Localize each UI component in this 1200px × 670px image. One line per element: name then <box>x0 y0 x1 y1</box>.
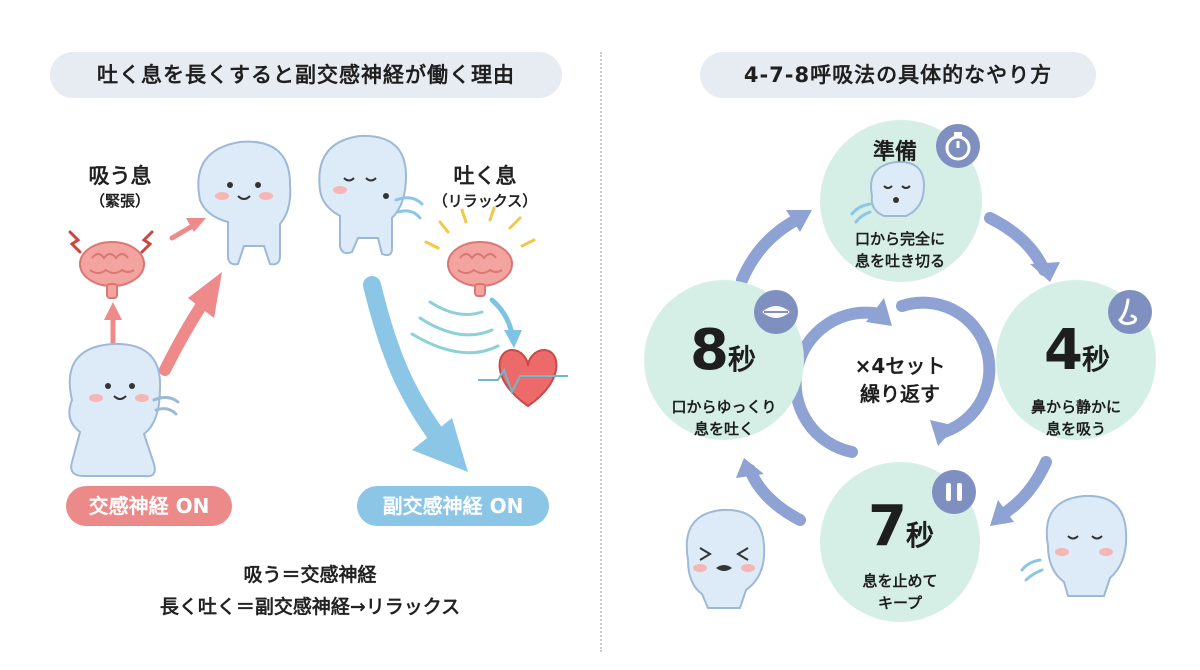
summary-line-1: 吸う＝交感神経 <box>243 564 377 586</box>
arrow-8-to-prepare <box>736 212 806 286</box>
step-4-desc-2: 息を吸う <box>1045 420 1106 438</box>
prepare-desc-1: 口から完全に <box>854 230 945 248</box>
pause-icon <box>932 470 976 514</box>
small-red-arrow <box>169 218 206 241</box>
step-8-number: 8 <box>690 318 729 383</box>
arrow-4-to-7 <box>994 456 1052 522</box>
left-illustration <box>68 134 568 478</box>
parasympathetic-badge: 副交感神経 ON <box>357 486 549 526</box>
mascot-inhale <box>197 140 292 266</box>
prepare-title: 準備 <box>872 140 917 165</box>
brain-relaxed-icon <box>447 241 513 297</box>
small-up-arrow <box>104 302 122 345</box>
heart-icon <box>478 348 568 408</box>
exhale-label: 吐く息 <box>453 164 517 188</box>
exhale-sub-label: （リラックス） <box>432 192 538 210</box>
left-panel-title: 吐く息を長くすると副交感神経が働く理由 <box>50 52 562 98</box>
step-7-desc-2: キープ <box>877 594 923 612</box>
small-blue-arrow <box>489 297 522 348</box>
inhale-label: 吸う息 <box>88 164 152 188</box>
step-8-desc-1: 口からゆっくり <box>671 398 777 416</box>
stopwatch-icon <box>936 124 980 168</box>
tension-spark-icon <box>68 230 154 254</box>
glow-rays-icon <box>424 206 536 250</box>
step-4-desc-1: 鼻から静かに <box>1030 398 1121 416</box>
lips-icon <box>754 290 798 334</box>
prepare-desc-2: 息を吐き切る <box>854 252 945 270</box>
center-loop-arc-right <box>896 296 996 438</box>
step-8-duration: 8秒 <box>658 318 788 383</box>
mascot-exhale <box>318 134 424 257</box>
nose-icon <box>1108 290 1152 334</box>
sympathetic-badge: 交感神経 ON <box>66 486 232 526</box>
summary-line-2: 長く吐く＝副交感神経→リラックス <box>159 596 461 618</box>
step-8-desc-2: 息を吐く <box>693 420 754 438</box>
inhale-sub-label: （緊張） <box>89 192 150 210</box>
step-7-number: 7 <box>868 494 907 559</box>
mascot-tense <box>68 342 180 478</box>
step-4-unit: 秒 <box>1081 343 1110 376</box>
arrowhead-1 <box>786 210 812 232</box>
arrow-7-to-8 <box>744 464 806 526</box>
step-4-duration: 4秒 <box>1012 318 1142 383</box>
right-panel-title: 4-7-8呼吸法の具体的なやり方 <box>700 52 1096 98</box>
step-7-unit: 秒 <box>905 519 934 552</box>
relax-flow-arrow <box>363 276 468 472</box>
step-4-number: 4 <box>1044 318 1083 383</box>
step-8-unit: 秒 <box>727 343 756 376</box>
arrow-prepare-to-4 <box>984 212 1050 276</box>
repeat-label: 繰り返す <box>860 382 940 406</box>
tension-flow-arrow <box>159 272 222 376</box>
calm-waves-icon <box>410 300 500 355</box>
panel-divider <box>600 52 602 652</box>
step-7-duration: 7秒 <box>836 494 966 559</box>
repeat-count: ×4セット <box>854 354 946 378</box>
brain-icon <box>79 241 145 299</box>
step-7-desc-1: 息を止めて <box>862 572 938 590</box>
